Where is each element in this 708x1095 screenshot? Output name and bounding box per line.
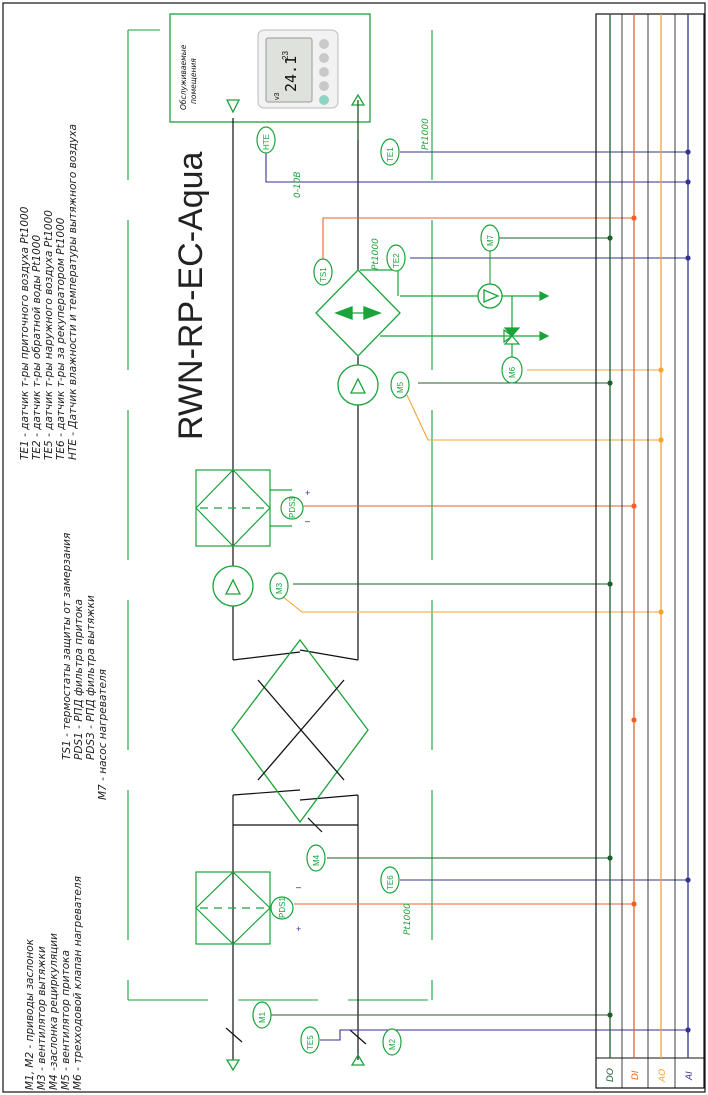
hte-sensor: HTE — [256, 126, 276, 154]
te6-pt-label: Pt1000 — [403, 903, 413, 935]
m7-motor: M7 — [480, 224, 500, 252]
m3-tag: M3 — [275, 582, 284, 594]
ahu-housing — [127, 29, 433, 1001]
legend-line: TE1 - датчик т-ры приточного воздуха Pt1… — [19, 206, 31, 460]
ducts — [232, 100, 359, 1060]
legend-line: M7 - насос нагревателя — [97, 669, 109, 800]
bus-block: DO DI AO AI — [595, 13, 705, 1089]
te1-tag: TE1 — [386, 147, 395, 162]
thermostat-setpoint: 23 — [281, 51, 290, 60]
plus-sign: + — [296, 924, 301, 934]
bus-label-ai: AI — [685, 1071, 695, 1081]
legend-line: M6 - трехходовой клапан нагревателя — [72, 876, 84, 1090]
te6-sensor: TE6 — [380, 866, 400, 894]
legend-line: M5 - вентилятор притока — [60, 950, 72, 1090]
plus-sign: + — [305, 488, 310, 498]
pds1-tag: PDS1 — [278, 897, 287, 918]
m7-tag: M7 — [486, 234, 495, 246]
legend-line: TS1 - термостаты защиты от замерзания — [61, 533, 73, 760]
bus-label-ao: AO — [658, 1069, 668, 1083]
te6-tag: TE6 — [386, 875, 395, 890]
te5-tag: TE5 — [306, 1035, 315, 1050]
flow-arrows — [225, 93, 366, 1072]
te2-pt-label: Pt1000 — [371, 238, 381, 270]
m3-motor: M3 — [269, 572, 289, 600]
m6-motor: M6 — [501, 356, 523, 384]
legend-line: HTE - Датчик влажности и температуры выт… — [67, 124, 79, 460]
legend-line: TE6 - датчик т-ры за рекуператором Pt100… — [55, 217, 67, 460]
m2-tag: M2 — [388, 1038, 397, 1050]
te2-sensor: TE2 — [386, 244, 406, 272]
three-way-valve — [503, 327, 521, 358]
m5-motor: M5 — [390, 371, 410, 399]
water-heater — [315, 269, 401, 357]
plate-recuperator — [231, 638, 369, 824]
room-box: Обслуживаемые помещения 24.1 23 v3 — [169, 13, 371, 123]
aout-label: 0-10В — [293, 171, 303, 198]
pds1-sensor: PDS1 – + — [270, 882, 301, 934]
thermostat-temp: 24.1 — [282, 56, 300, 92]
heater-pump — [477, 283, 503, 309]
water-piping — [360, 269, 550, 341]
thermostat-fan: v3 — [274, 93, 281, 101]
bus-label-do: DO — [606, 1068, 616, 1082]
legend-line: PDS1 - РПД фильтра притока — [73, 599, 85, 760]
exhaust-filter — [195, 469, 292, 547]
m4-motor: M4 — [306, 844, 326, 872]
ts1-sensor: TS1 — [313, 258, 333, 286]
wiring-di — [294, 217, 634, 905]
pds3-tag: PDS3 — [288, 497, 297, 518]
legend-motors: M1, M2 - приводы заслонок M3 - вентилято… — [24, 876, 84, 1090]
minus-sign: – — [296, 882, 301, 892]
legend-sensors: TE1 - датчик т-ры приточного воздуха Pt1… — [19, 124, 79, 460]
te1-sensor: TE1 — [380, 138, 400, 166]
bus-junctions — [607, 149, 691, 1033]
legend-protection: TS1 - термостаты защиты от замерзания PD… — [61, 533, 109, 800]
legend-line: TE5 - датчик т-ры наружного воздуха Pt10… — [43, 210, 55, 460]
minus-sign: – — [305, 516, 310, 526]
legend-line: M1, M2 - приводы заслонок — [24, 938, 36, 1090]
dampers — [225, 817, 367, 1045]
legend-line: PDS3 - РПД фильтра вытяжки — [85, 595, 97, 760]
hte-tag: HTE — [262, 134, 271, 150]
supply-fan — [337, 364, 379, 406]
m5-tag: M5 — [396, 381, 405, 393]
legend-line: M4 -заслонка рециркуляции — [48, 933, 60, 1090]
diagram-title: RWN-RP-EC-Aqua — [172, 151, 210, 440]
exhaust-fan — [212, 565, 254, 607]
legend-line: M3 - вентилятор вытяжки — [36, 946, 48, 1090]
te5-sensor: TE5 — [300, 1026, 320, 1054]
legend-line: TE2 - датчик т-ры обратной воды Pt1000 — [31, 235, 43, 460]
m4-tag: M4 — [312, 854, 321, 866]
wiring-ai — [265, 151, 688, 1041]
m1-motor: M1 — [252, 1001, 272, 1029]
wiring-do — [270, 100, 610, 1016]
wiring-ao — [281, 369, 661, 613]
room-thermostat: 24.1 23 v3 — [257, 29, 339, 109]
m6-tag: M6 — [508, 366, 517, 378]
supply-filter — [195, 871, 271, 945]
bus-label-di: DI — [631, 1070, 641, 1080]
te2-tag: TE2 — [392, 253, 401, 268]
pds3-sensor: PDS3 + – — [280, 488, 310, 526]
m1-tag: M1 — [258, 1011, 267, 1023]
room-label: Обслуживаемые — [179, 44, 188, 110]
m2-motor: M2 — [382, 1028, 402, 1056]
te1-pt-label: Pt1000 — [421, 118, 431, 150]
room-label: помещения — [189, 58, 198, 104]
ts1-tag: TS1 — [319, 267, 328, 282]
